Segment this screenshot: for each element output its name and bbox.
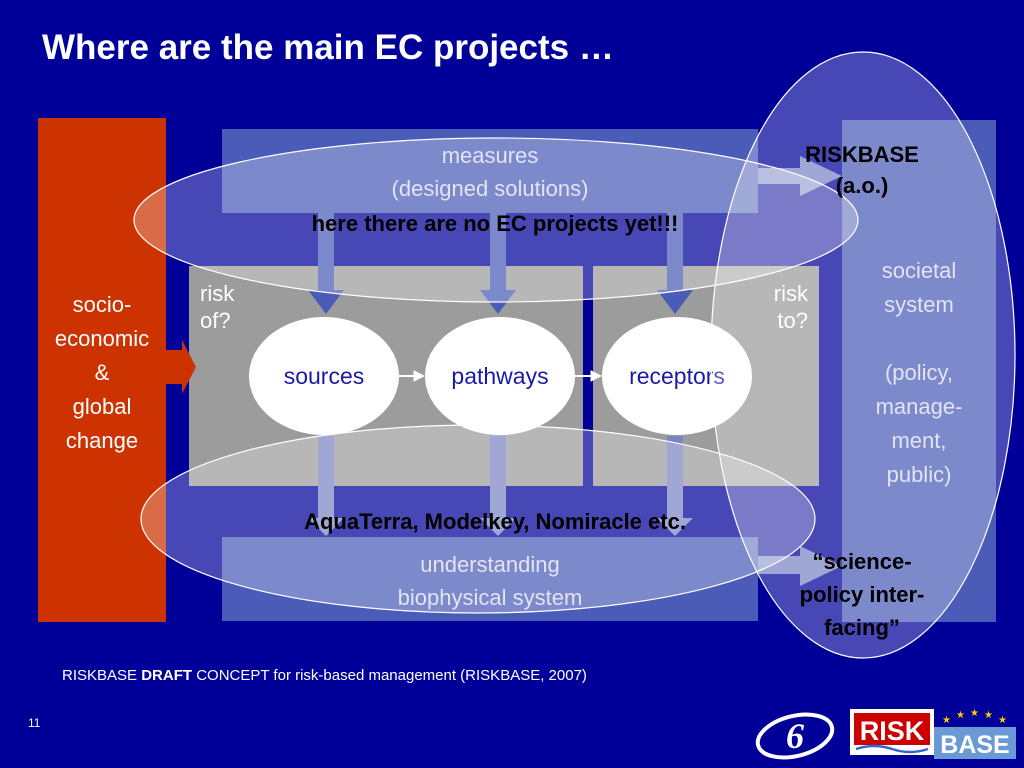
riskbase-logo-graphic: RISK BASE ★ ★ ★ ★ ★: [850, 708, 1016, 759]
star-icon: ★: [970, 709, 979, 719]
socio-economic-bar: [38, 118, 166, 622]
sources-to-pathways-head: [413, 370, 426, 382]
socio-economic-arrow: [166, 340, 196, 394]
fp6-logo: 6: [755, 712, 835, 760]
risk-to-line-1: risk: [762, 280, 808, 307]
pathways-node: pathways: [425, 317, 575, 435]
understanding-arrow-head-1: [308, 518, 344, 536]
riskbase-callout-line-1: RISKBASE: [805, 142, 919, 167]
measures-arrow-shaft-3: [667, 213, 683, 293]
riskbase-logo-blue-block: [934, 727, 1016, 759]
left-label-line-2: economic: [54, 326, 150, 351]
footer-suffix: CONCEPT for risk-based management (RISKB…: [192, 667, 587, 684]
ec-projects-callout: AquaTerra, Modelkey, Nomiracle etc.: [304, 509, 686, 534]
science-policy-callout: “science- policy inter- facing”: [762, 545, 962, 644]
societal-line-4: manage-: [842, 390, 996, 424]
societal-text: societal system (policy, manage- ment, p…: [842, 254, 996, 492]
star-icon: ★: [956, 710, 965, 721]
understanding-arrow-shaft-2: [490, 436, 506, 522]
sources-label: sources: [283, 362, 365, 389]
star-icon: ★: [984, 710, 993, 721]
riskbase-logo-base: BASE: [940, 731, 1009, 759]
risk-to-line-2: to?: [762, 307, 808, 334]
pathways-to-receptors-head: [590, 370, 603, 382]
sources-node: sources: [249, 317, 399, 435]
understanding-arrow-head-3: [657, 518, 693, 536]
societal-line-1: societal: [842, 254, 996, 288]
societal-line-5: ment,: [842, 424, 996, 458]
understanding-line-2: biophysical system: [222, 581, 758, 614]
top-callout-ellipse: [133, 137, 859, 303]
riskbase-callout-ellipse: [710, 51, 1016, 659]
measures-line-2: (designed solutions): [222, 172, 758, 205]
measures-box: [222, 129, 758, 213]
science-policy-line-2: policy inter-: [799, 582, 925, 607]
no-ec-projects-callout: here there are no EC projects yet!!!: [311, 211, 679, 236]
societal-system-box: [842, 120, 996, 622]
measures-arrow-head-3: [657, 290, 693, 314]
risk-to-label: risk to?: [762, 280, 808, 334]
riskbase-callout: RISKBASE (a.o.): [772, 139, 952, 201]
footer-draft: DRAFT: [141, 667, 193, 684]
risk-of-label: risk of?: [200, 280, 234, 334]
riskbase-logo-stars: ★ ★ ★ ★ ★: [942, 708, 1007, 726]
science-policy-line-1: “science-: [812, 549, 912, 574]
receptors-node: receptors: [602, 317, 752, 435]
left-label-line-3: &: [94, 360, 110, 385]
left-label-line-4: global: [72, 394, 132, 419]
societal-line-6: public): [842, 458, 996, 492]
pathways-label: pathways: [451, 362, 549, 389]
riskbase-logo: RISK BASE ★ ★ ★ ★ ★: [850, 708, 1016, 759]
risk-of-line-1: risk: [200, 281, 235, 306]
fp6-logo-ring: [755, 712, 835, 760]
riskbase-logo-wave: [855, 744, 929, 754]
understanding-arrow-head-2: [480, 518, 516, 536]
footer-prefix: RISKBASE: [62, 667, 142, 684]
page-number: 11: [28, 716, 41, 730]
bottom-callout-ellipse: [140, 424, 816, 614]
left-label-line-1: socio-: [72, 292, 132, 317]
risk-of-line-2: of?: [200, 308, 231, 333]
riskbase-callout-line-2: (a.o.): [835, 173, 889, 198]
star-icon: ★: [998, 715, 1007, 726]
societal-line-2: system: [842, 288, 996, 322]
understanding-to-society-arrow: [758, 546, 842, 586]
measures-line-1: measures: [222, 139, 758, 172]
socio-economic-label: socio- economic & global change: [38, 288, 166, 458]
measures-arrow-shaft-1: [318, 213, 334, 293]
fp6-logo-digit: 6: [786, 716, 804, 756]
understanding-arrow-shaft-1: [318, 436, 334, 522]
riskbase-logo-red-block: [854, 713, 930, 745]
measures-arrow-shaft-2: [490, 213, 506, 293]
star-icon: ★: [942, 715, 951, 726]
societal-line-3: (policy,: [842, 356, 996, 390]
measures-text: measures (designed solutions): [222, 139, 758, 205]
measures-arrow-head-1: [308, 290, 344, 314]
footer-caption: RISKBASE DRAFT CONCEPT for risk-based ma…: [62, 667, 587, 684]
riskbase-logo-risk: RISK: [860, 716, 925, 746]
understanding-line-1: understanding: [222, 548, 758, 581]
understanding-text: understanding biophysical system: [222, 548, 758, 614]
slide-title: Where are the main EC projects …: [42, 28, 614, 67]
science-policy-line-3: facing”: [824, 615, 900, 640]
understanding-box: [222, 537, 758, 621]
left-label-line-5: change: [65, 428, 139, 453]
receptors-label: receptors: [629, 362, 725, 389]
understanding-arrow-shaft-3: [667, 436, 683, 522]
